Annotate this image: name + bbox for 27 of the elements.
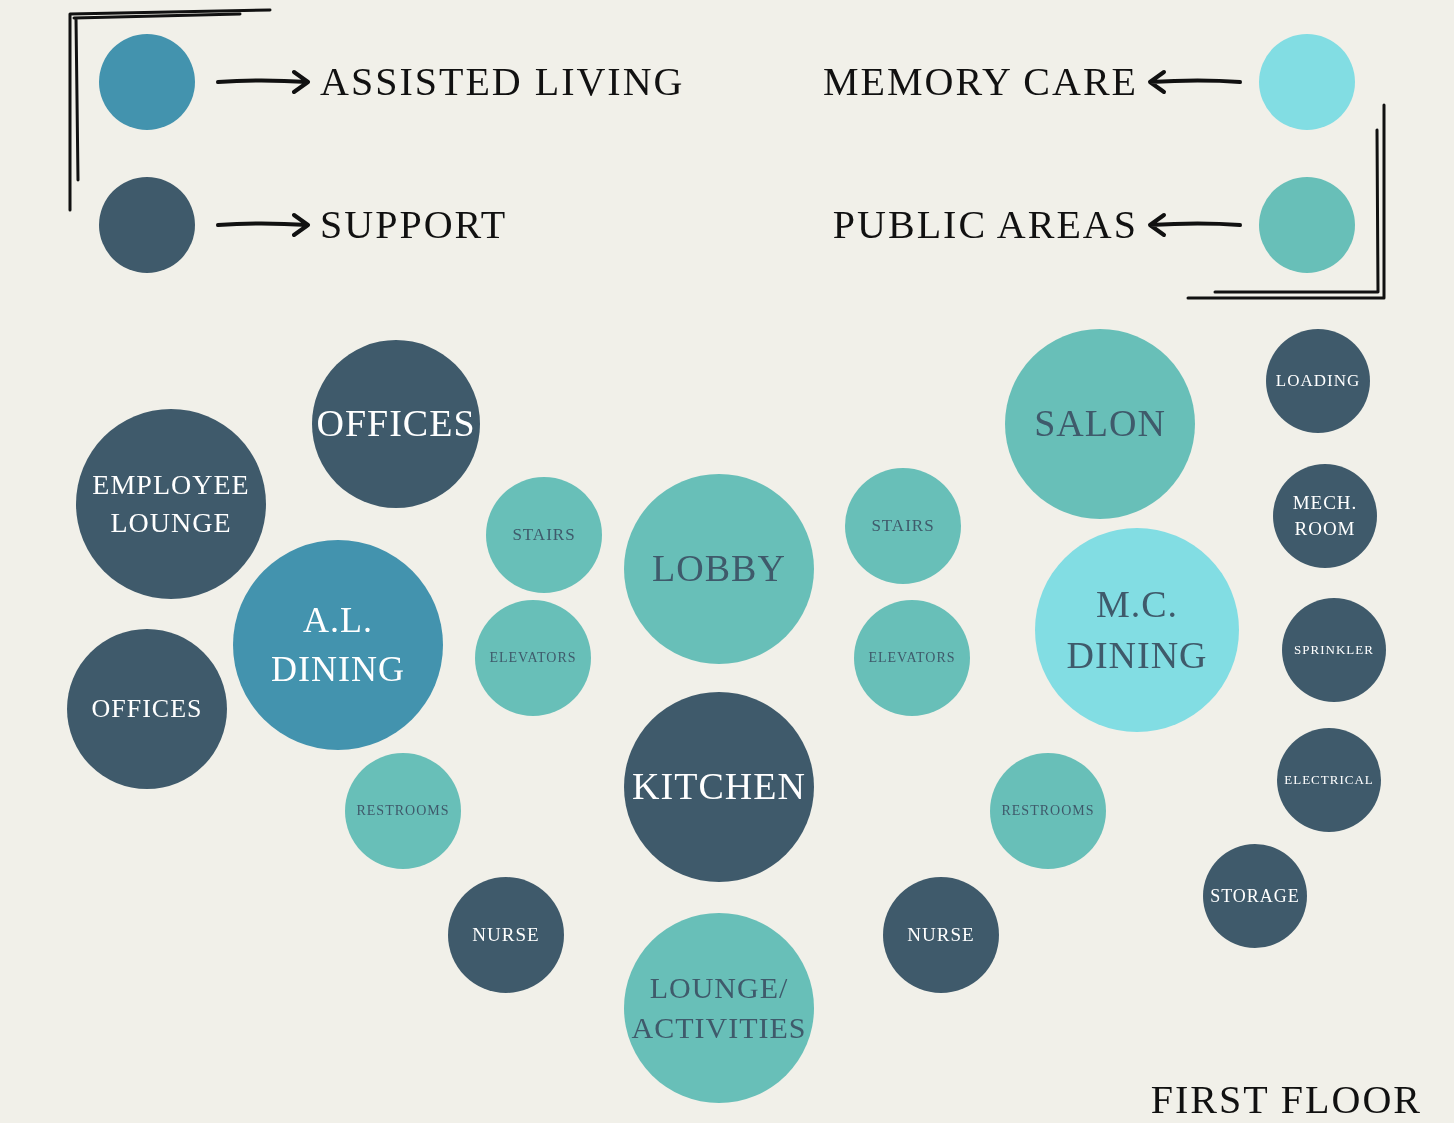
room-label: ELEVATORS [489, 648, 577, 667]
room-label: LOADING [1275, 369, 1361, 392]
room-label: LOUNGE/ ACTIVITIES [631, 969, 807, 1046]
room-label: ELEVATORS [868, 648, 956, 667]
room-label: SALON [1034, 401, 1166, 447]
room-label: STAIRS [512, 523, 576, 546]
legend-label: SUPPORT [320, 205, 508, 245]
room-label: STAIRS [871, 514, 935, 537]
room-label: STORAGE [1210, 884, 1300, 908]
room-label: ELECTRICAL [1284, 771, 1374, 789]
room-label: EMPLOYEE LOUNGE [91, 468, 251, 540]
room-label: RESTROOMS [356, 801, 450, 820]
room-label: KITCHEN [632, 764, 806, 810]
legend-label: PUBLIC AREAS [832, 205, 1138, 245]
room-label: OFFICES [316, 401, 476, 447]
room-label: RESTROOMS [1001, 801, 1095, 820]
room-label: MECH. ROOM [1291, 491, 1359, 541]
room-label: M.C. DINING [1065, 581, 1209, 678]
legend-label: ASSISTED LIVING [320, 62, 685, 102]
room-label: SPRINKLER [1294, 641, 1374, 659]
legend-label: MEMORY CARE [823, 62, 1138, 102]
room-label: OFFICES [91, 693, 203, 726]
room-label: NURSE [907, 923, 975, 948]
caption: FIRST FLOOR [1150, 1080, 1422, 1120]
room-label: A.L. DINING [270, 599, 406, 691]
room-label: NURSE [472, 923, 540, 948]
room-label: LOBBY [652, 546, 786, 592]
